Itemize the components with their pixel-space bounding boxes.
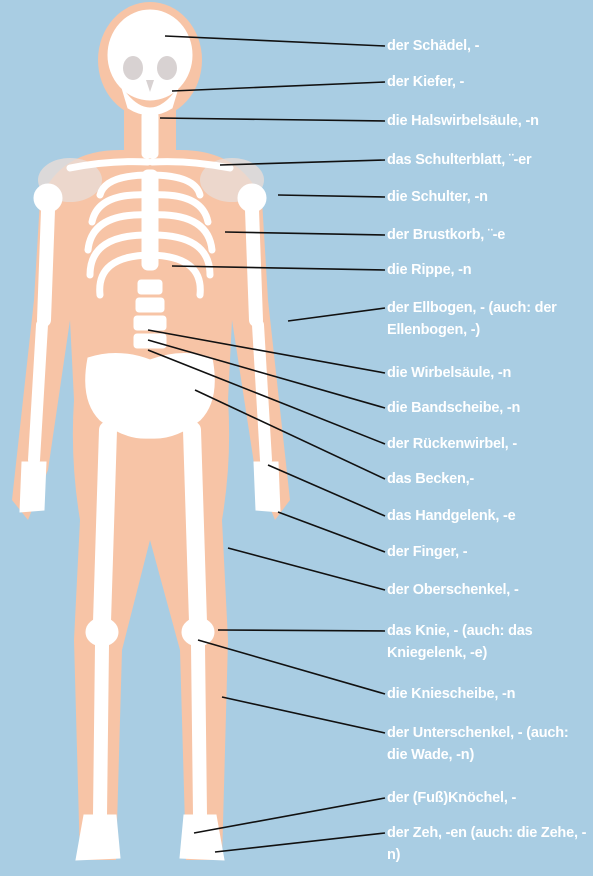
label-knoechel: der (Fuß)Knöchel, - (387, 787, 591, 809)
forearm-left (34, 325, 42, 460)
humerus-right (252, 210, 256, 320)
label-schulterblatt: das Schulterblatt, ¨-er (387, 149, 591, 171)
tibia-right (198, 645, 200, 815)
foot-right (180, 815, 224, 860)
label-handgelenk: das Handgelenk, -e (387, 505, 591, 527)
bones (20, 10, 280, 860)
leader-line-halswirbelsaeule (160, 118, 385, 121)
label-zeh: der Zeh, -en (auch: die Zehe, -n) (387, 822, 591, 866)
label-becken: das Becken,- (387, 468, 591, 490)
hand-left (20, 462, 46, 512)
femur-right (192, 430, 198, 622)
tibia-left (100, 645, 102, 815)
label-bandscheibe: die Bandscheibe, -n (387, 397, 591, 419)
hand-right (254, 462, 280, 512)
cervical-spine (142, 112, 158, 158)
label-oberschenkel: der Oberschenkel, - (387, 579, 591, 601)
label-ellbogen: der Ellbogen, - (auch: der Ellenbogen, -… (387, 297, 591, 341)
leader-line-finger (278, 512, 385, 552)
label-schulter: die Schulter, -n (387, 186, 591, 208)
sternum (142, 170, 158, 270)
leader-line-schulter (278, 195, 385, 197)
label-wirbelsaeule: die Wirbelsäule, -n (387, 362, 591, 384)
label-kniescheibe: die Kniescheibe, -n (387, 683, 591, 705)
label-schaedel: der Schädel, - (387, 35, 591, 57)
label-knie: das Knie, - (auch: das Kniegelenk, -e) (387, 620, 591, 664)
label-unterschenkel: der Unterschenkel, - (auch: die Wade, -n… (387, 722, 591, 766)
label-rippe: die Rippe, -n (387, 259, 591, 281)
label-rueckenwirbel: der Rückenwirbel, - (387, 433, 591, 455)
label-halswirbelsaeule: die Halswirbelsäule, -n (387, 110, 591, 132)
humerus-left (44, 210, 48, 320)
leader-line-zeh (215, 833, 385, 852)
label-brustkorb: der Brustkorb, ¨-e (387, 224, 591, 246)
foot-left (76, 815, 120, 860)
label-kiefer: der Kiefer, - (387, 71, 591, 93)
forearm-right (258, 325, 266, 460)
label-finger: der Finger, - (387, 541, 591, 563)
femur-left (102, 430, 108, 622)
leader-line-knie (218, 630, 385, 631)
leader-line-oberschenkel (228, 548, 385, 590)
leader-line-unterschenkel (222, 697, 385, 733)
leader-line-kiefer (172, 82, 385, 91)
leader-line-ellbogen (288, 308, 385, 321)
